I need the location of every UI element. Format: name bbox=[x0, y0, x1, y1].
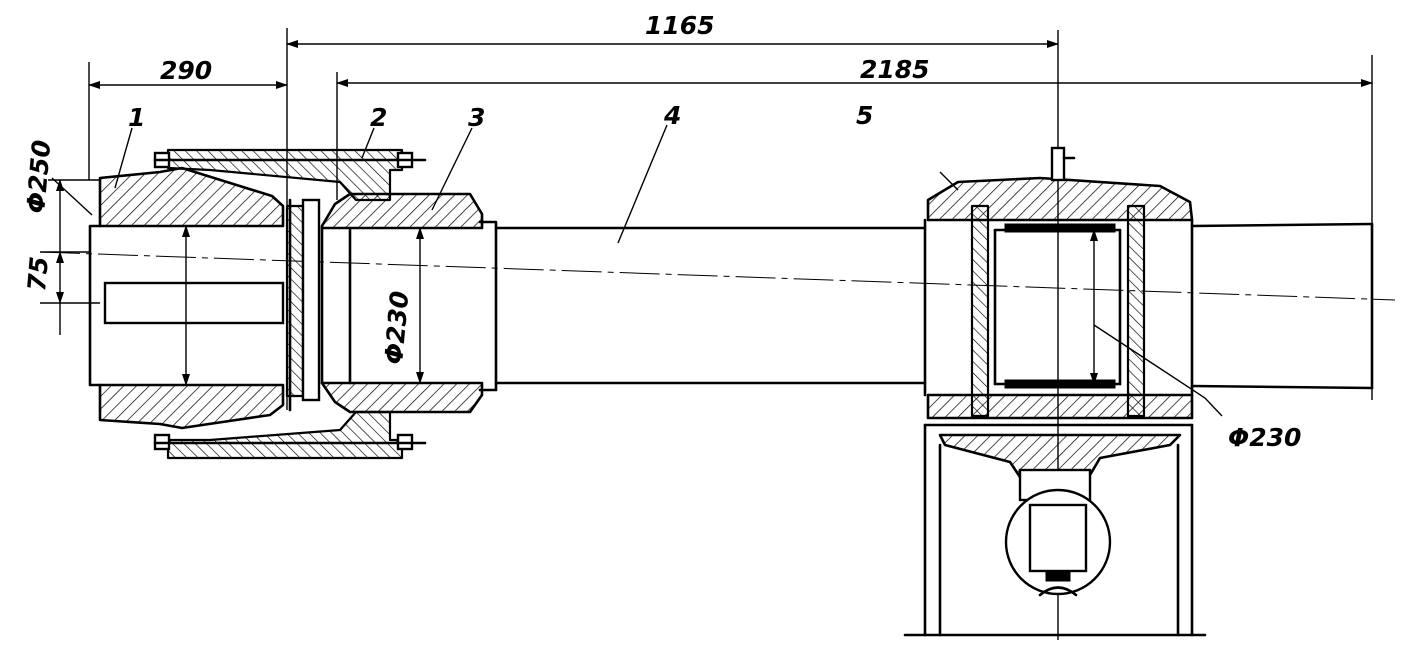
center-line bbox=[39, 251, 1396, 301]
part-label-4: 4 bbox=[663, 101, 681, 130]
bearing-housing-part-5 bbox=[903, 146, 1223, 637]
leader-5 bbox=[939, 171, 959, 191]
part-label-1: 1 bbox=[128, 103, 145, 132]
part-label-2: 2 bbox=[370, 103, 387, 132]
leader-1 bbox=[114, 127, 133, 189]
hub-part-1 bbox=[88, 166, 285, 430]
hub-part-3 bbox=[320, 192, 484, 414]
dim-290-text: 290 bbox=[160, 56, 212, 85]
shaft bbox=[478, 220, 1374, 392]
leader-4 bbox=[617, 124, 668, 244]
coupling-disc bbox=[285, 198, 321, 412]
dim-75-text: 75 bbox=[22, 255, 54, 292]
dim-phi250-text: Φ250 bbox=[21, 139, 56, 215]
leader-3 bbox=[431, 127, 473, 211]
dimension-lines bbox=[88, 28, 1373, 640]
leader-2 bbox=[361, 127, 375, 159]
part-label-5: 5 bbox=[856, 101, 873, 130]
dim-2185-text: 2185 bbox=[860, 55, 930, 84]
dim-1165-text: 1165 bbox=[645, 11, 715, 40]
dim-phi230-bearing-text: Φ230 bbox=[1228, 423, 1301, 452]
part-leaders bbox=[114, 124, 959, 244]
left-dimensions bbox=[40, 177, 100, 335]
part-label-3: 3 bbox=[468, 103, 485, 132]
dim-phi230-shaft-text: Φ230 bbox=[379, 290, 414, 366]
